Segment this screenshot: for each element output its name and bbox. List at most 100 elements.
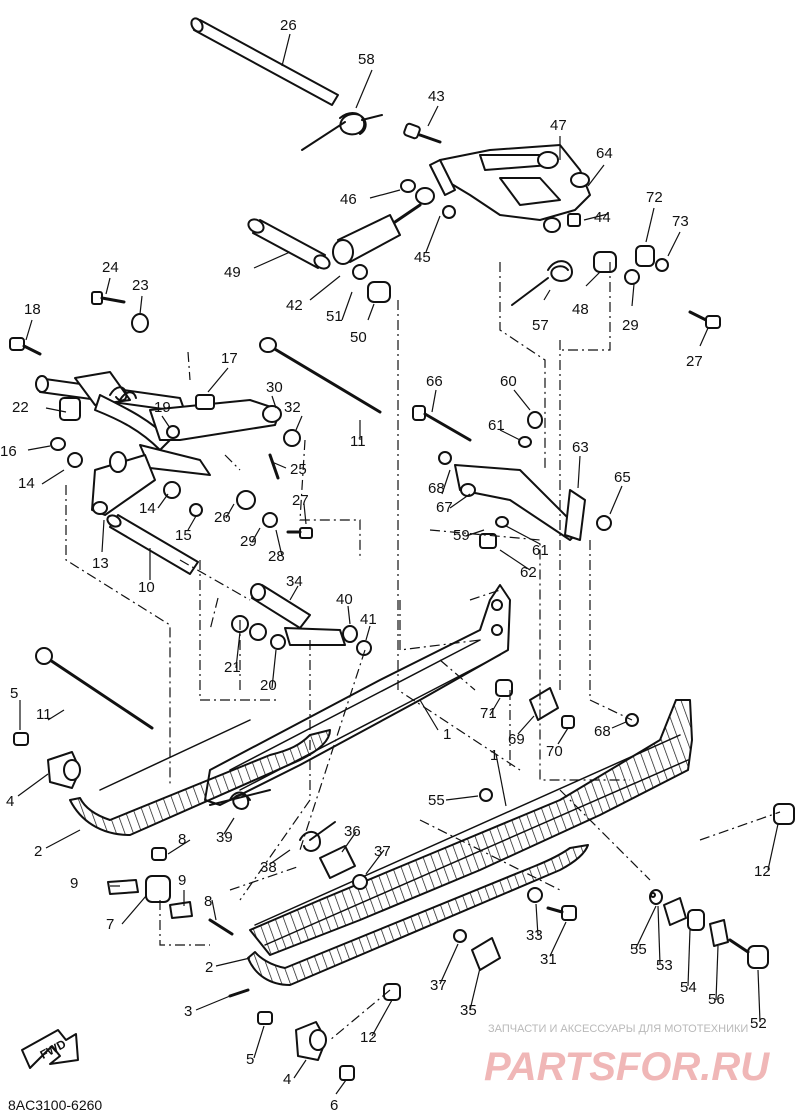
part-label: 2 [34, 843, 42, 860]
part-label: 16 [0, 443, 17, 460]
part-label: 15 [175, 527, 192, 544]
part-label: 14 [139, 500, 156, 517]
part-label: 61 [532, 542, 549, 559]
part-label: 51 [326, 308, 343, 325]
part-label: 34 [286, 573, 303, 590]
part-label: 73 [672, 213, 689, 230]
part-label: 4 [283, 1071, 291, 1088]
part-label: 71 [480, 705, 497, 722]
part-label: 10 [138, 579, 155, 596]
part-label: 41 [360, 611, 377, 628]
part-label: 31 [540, 951, 557, 968]
part-label: 53 [656, 957, 673, 974]
part-label: 65 [614, 469, 631, 486]
rod-11-lower-drawing [35, 647, 154, 730]
part-label: 5 [246, 1051, 254, 1068]
part-label: 68 [594, 723, 611, 740]
part-label: 52 [750, 1015, 767, 1032]
watermark-caption: ЗАПЧАСТИ И АКСЕССУАРЫ ДЛЯ МОТОТЕХНИКИ [488, 1023, 748, 1035]
front-arm-drawing [35, 371, 282, 516]
part-label: 1 [443, 726, 451, 743]
part-label: 32 [284, 399, 301, 416]
part-label: 27 [686, 353, 703, 370]
part-label: 4 [6, 793, 14, 810]
part-label: 62 [520, 564, 537, 581]
part-label: 42 [286, 297, 303, 314]
part-label: 1 [490, 747, 498, 764]
part-label: 26 [214, 509, 231, 526]
part-label: 69 [508, 731, 525, 748]
part-label: 21 [224, 659, 241, 676]
part-label: 23 [132, 277, 149, 294]
part-label: 36 [344, 823, 361, 840]
part-label: 55 [630, 941, 647, 958]
part-label: 14 [18, 475, 35, 492]
part-label: 33 [526, 927, 543, 944]
part-label: 8 [204, 893, 212, 910]
part-label: 58 [358, 51, 375, 68]
part-label: 7 [106, 916, 114, 933]
part-label: 29 [240, 533, 257, 550]
part-label: 28 [268, 548, 285, 565]
part-label: 59 [453, 527, 470, 544]
shaft-10-drawing [106, 514, 199, 575]
part-label: 9 [178, 872, 186, 889]
part-label: 9 [70, 875, 78, 892]
part-label: 5 [10, 685, 18, 702]
leader-lines [65, 262, 781, 1041]
runner-upper-drawing [69, 719, 331, 836]
part-label: 17 [221, 350, 238, 367]
part-label: 18 [24, 301, 41, 318]
part-label: 26 [280, 17, 297, 34]
right-upper-parts-drawing [511, 213, 721, 329]
part-label: 68 [428, 480, 445, 497]
rear-shaft-drawing [190, 17, 339, 106]
part-label: 29 [622, 317, 639, 334]
part-label: 55 [428, 792, 445, 809]
part-label: 46 [340, 191, 357, 208]
part-label: 48 [572, 301, 589, 318]
part-label: 20 [260, 677, 277, 694]
part-label: 24 [102, 259, 119, 276]
part-drawings [9, 17, 795, 1081]
part-label: 8 [178, 831, 186, 848]
part-label: 67 [436, 499, 453, 516]
center-small-parts-drawing [189, 429, 372, 656]
part-label: 11 [36, 706, 52, 723]
part-label: 30 [266, 379, 283, 396]
part-label: 44 [594, 209, 611, 226]
part-label: 37 [430, 977, 447, 994]
part-label: 72 [646, 189, 663, 206]
part-label: 12 [754, 863, 771, 880]
part-label: 39 [216, 829, 233, 846]
part-label: 3 [184, 1003, 192, 1020]
bolt-43-drawing [403, 122, 442, 144]
fwd-arrow-drawing [21, 1029, 79, 1069]
part-label: 50 [350, 329, 367, 346]
rod-11-upper-drawing [259, 337, 382, 414]
label-ticks [17, 33, 779, 1095]
rear-lower-parts-drawing [319, 679, 769, 971]
rear-arm-drawing [412, 405, 612, 549]
part-label: 63 [572, 439, 589, 456]
part-label: 70 [546, 743, 563, 760]
slide-rail-front-drawing [249, 699, 693, 956]
spring-58-drawing [301, 112, 383, 151]
part-label: 45 [414, 249, 431, 266]
upper-arm-drawing [429, 144, 591, 233]
part-label: 38 [260, 859, 277, 876]
part-label: 54 [680, 979, 697, 996]
part-label: 25 [290, 461, 307, 478]
drawing-code: 8AC3100-6260 [8, 1097, 102, 1113]
part-label: 49 [224, 264, 241, 281]
part-label: 12 [360, 1029, 377, 1046]
part-label: 57 [532, 317, 549, 334]
part-label: 66 [426, 373, 443, 390]
part-label: 47 [550, 117, 567, 134]
part-label: 19 [154, 399, 171, 416]
part-label: 40 [336, 591, 353, 608]
part-label: 22 [12, 399, 29, 416]
part-label: 60 [500, 373, 517, 390]
part-number-labels: 1 1 2 2 3 4 4 5 5 6 7 8 8 9 9 10 11 11 1… [0, 17, 771, 1114]
part-label: 64 [596, 145, 613, 162]
